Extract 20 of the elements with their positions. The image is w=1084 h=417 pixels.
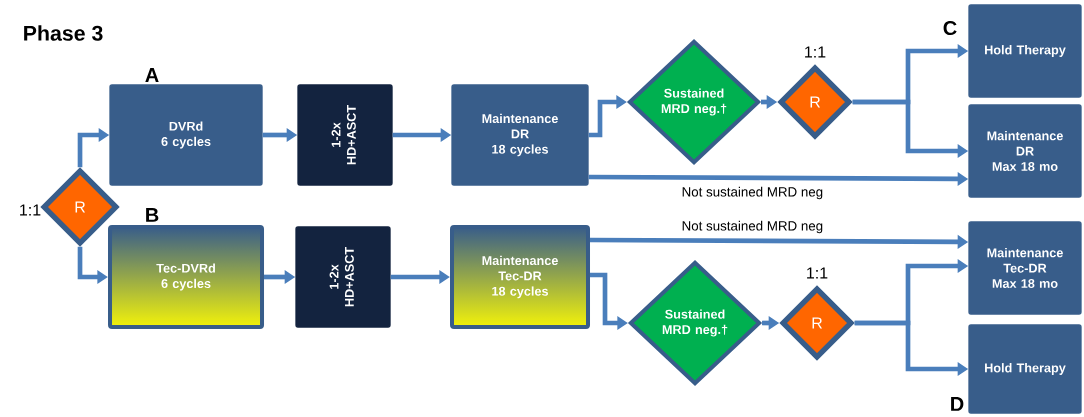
ratio-label: 1:1: [807, 267, 828, 279]
panel-letter: D: [951, 397, 964, 411]
treatment-box: Maintenance DR Max 18 mo: [968, 104, 1082, 198]
treatment-box: Maintenance DR 18 cycles: [451, 84, 589, 186]
panel-letter: A: [145, 68, 159, 82]
procedure-box: 1-2x HD+ASCT: [295, 226, 391, 328]
panel-letter: B: [146, 208, 159, 222]
ratio-label: 1:1: [20, 204, 41, 216]
edge-label: Not sustained MRD neg: [682, 220, 823, 234]
ratio-label: 1:1: [805, 46, 826, 58]
procedure-box: 1-2x HD+ASCT: [297, 84, 393, 186]
treatment-box: Hold Therapy: [968, 4, 1082, 98]
treatment-box: Maintenance Tec-DR Max 18 mo: [968, 221, 1082, 315]
edge-label: Not sustained MRD neg: [682, 186, 823, 200]
title: Phase 3: [24, 25, 103, 41]
treatment-box: Tec-DVRd 6 cycles: [108, 225, 264, 329]
treatment-box: Hold Therapy: [968, 324, 1082, 414]
panel-letter: C: [943, 20, 957, 36]
treatment-box: DVRd 6 cycles: [109, 84, 263, 186]
treatment-box: Maintenance Tec-DR 18 cycles: [450, 225, 590, 329]
